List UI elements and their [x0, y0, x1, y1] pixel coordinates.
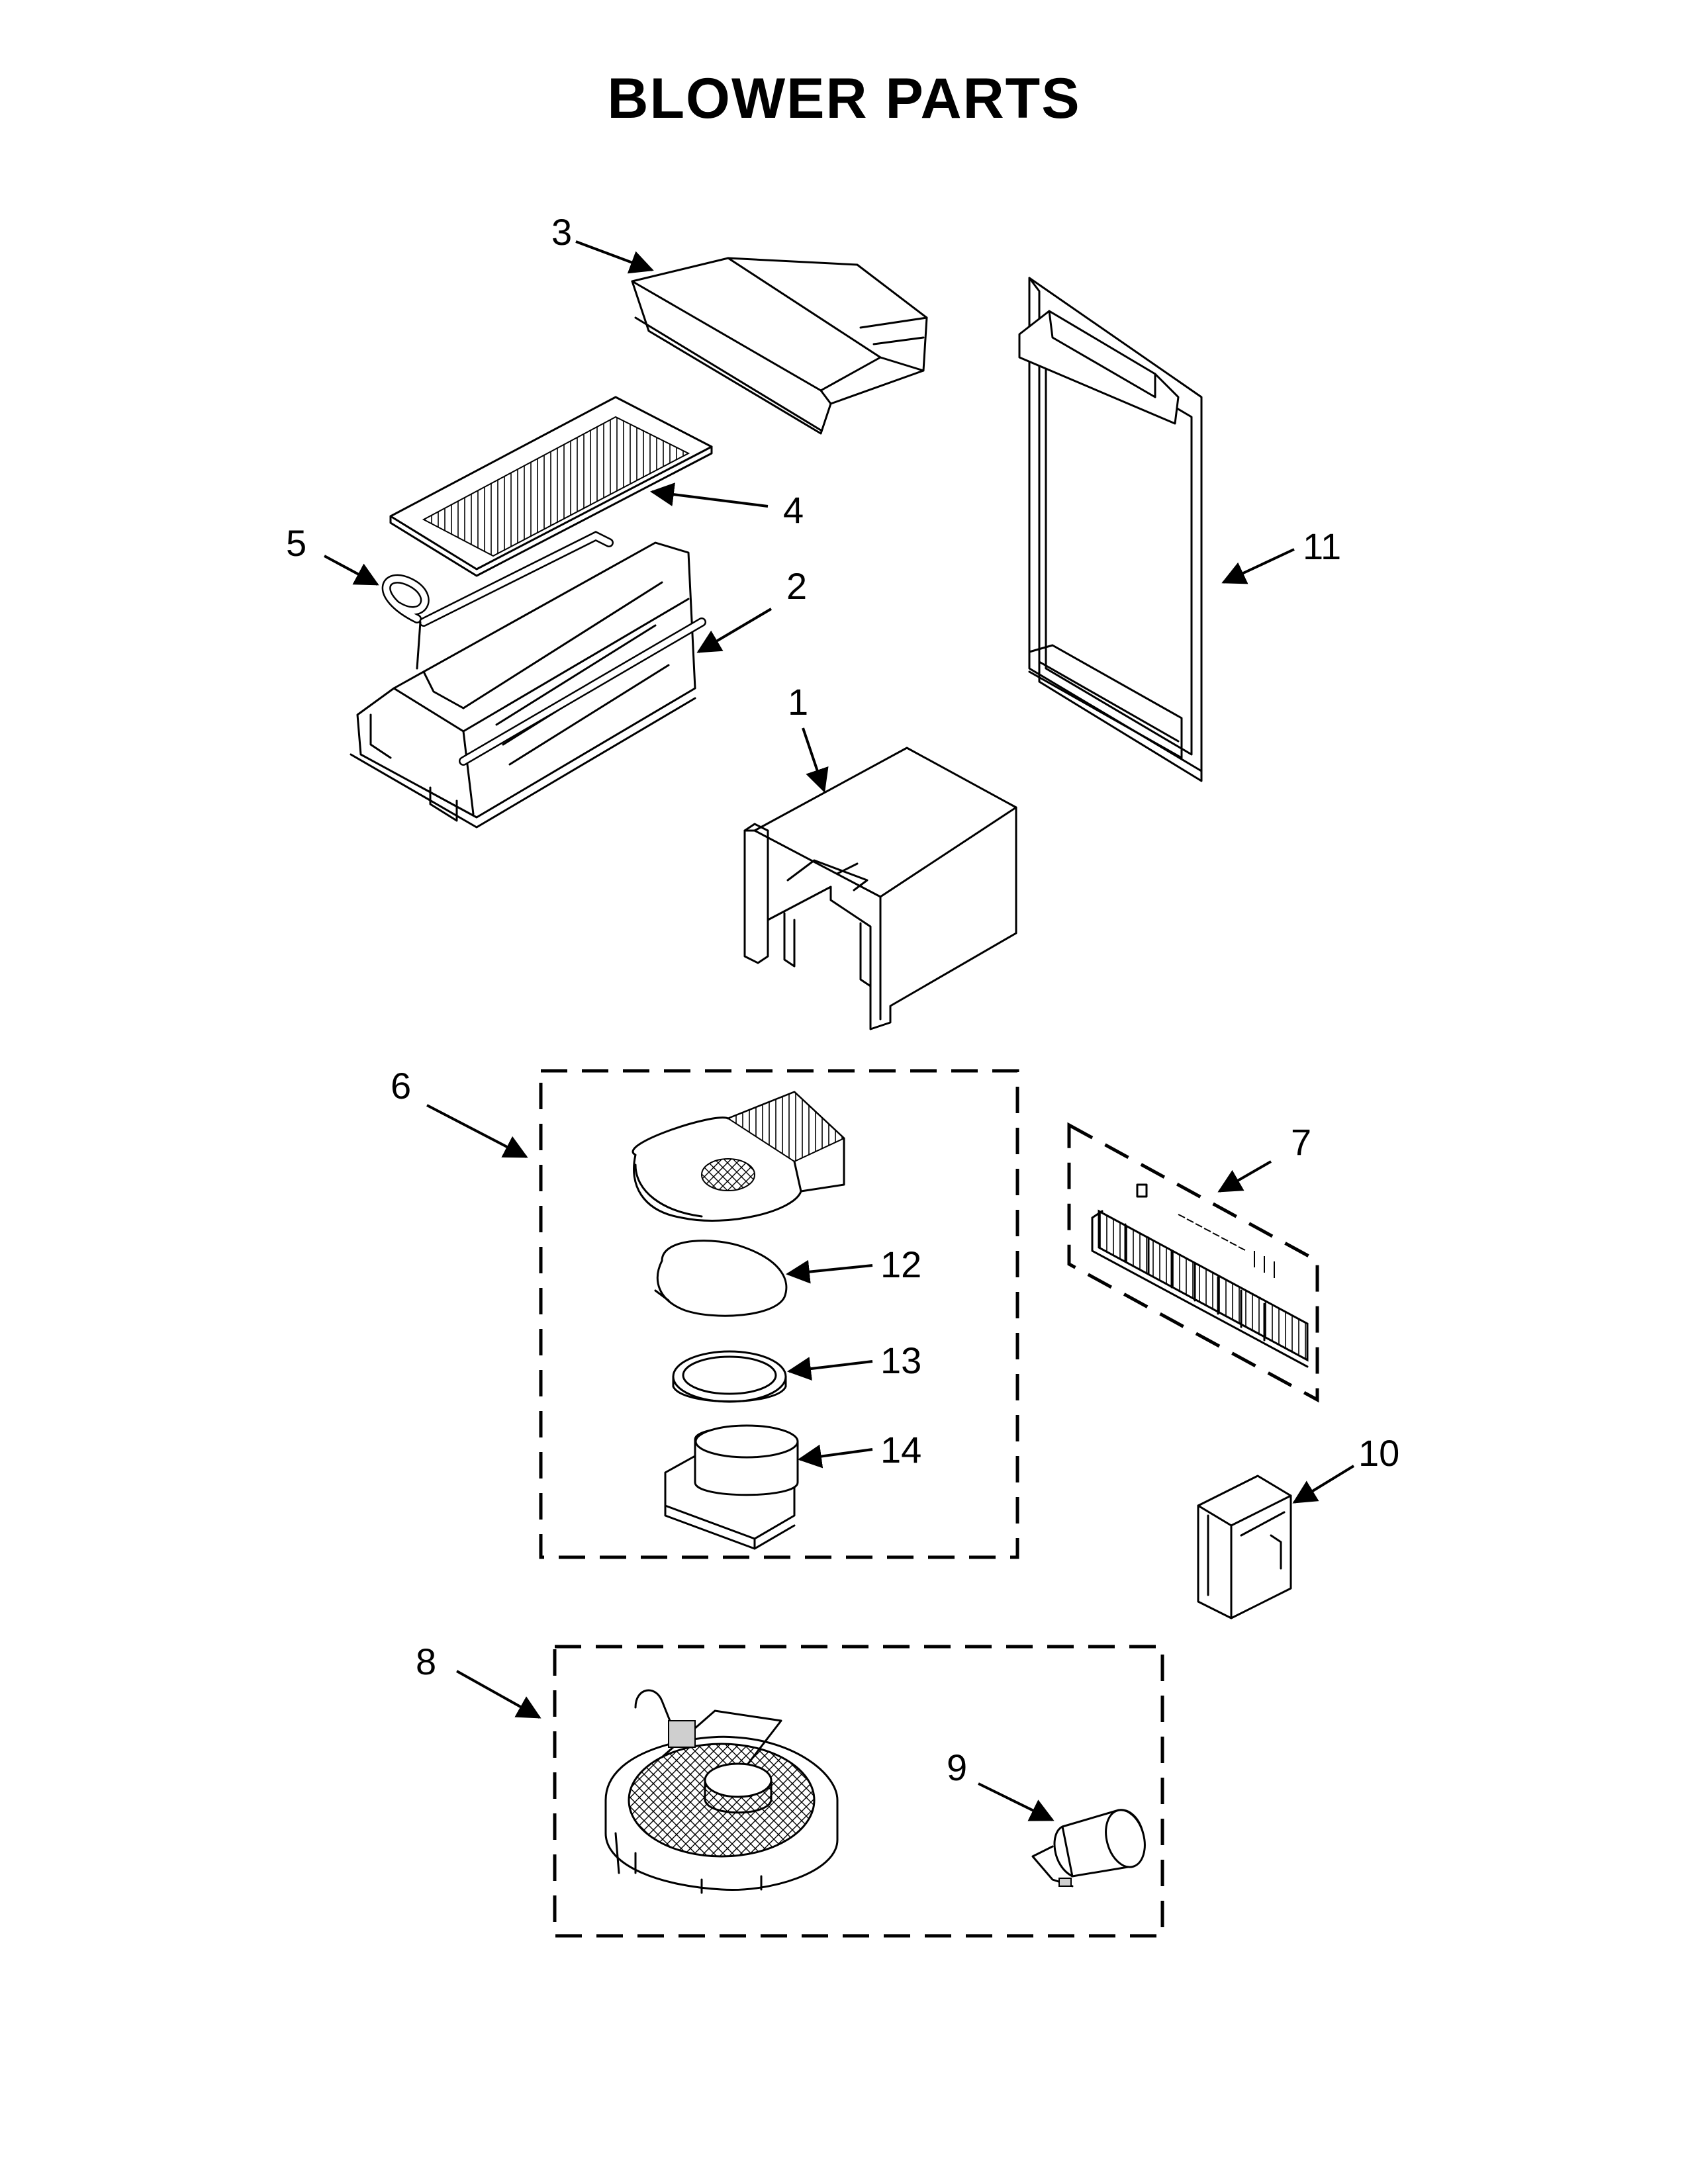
callout-9: 9 [947, 1747, 967, 1788]
part-10-bracket [1197, 1475, 1292, 1619]
part-5-tube [381, 531, 614, 670]
leader-8 [456, 1670, 541, 1719]
leader-1 [802, 727, 829, 793]
part-13-gasket-ring [672, 1350, 787, 1403]
leader-3 [575, 240, 654, 274]
part-8-blower-motor [604, 1689, 839, 1894]
callout-11: 11 [1303, 525, 1341, 567]
callout-6: 6 [391, 1065, 411, 1107]
leader-7 [1217, 1160, 1272, 1193]
part-14-inlet-collar [664, 1424, 799, 1550]
part-1-shroud [743, 747, 1017, 1030]
screw-set [1178, 1214, 1275, 1278]
leader-9 [978, 1782, 1055, 1821]
callout-14: 14 [880, 1429, 921, 1471]
leader-14 [798, 1444, 873, 1469]
leader-2 [696, 608, 773, 653]
part-12-ring-clip [654, 1240, 788, 1317]
callout-4: 4 [783, 489, 804, 531]
diagram-title: BLOWER PARTS [607, 67, 1081, 130]
part-6-assembly-group-box [539, 1069, 1019, 1559]
leader-arrows [324, 240, 1355, 1821]
part-11-frame [1018, 277, 1203, 782]
callout-8: 8 [416, 1641, 436, 1682]
part-3-top-duct [631, 257, 928, 435]
leader-4 [650, 482, 769, 508]
part-6-blower-housing [632, 1091, 845, 1222]
part-9-capacitor [1031, 1809, 1146, 1888]
part-8-assembly-group-box [553, 1645, 1164, 1938]
part-7-group-box [1067, 1122, 1319, 1403]
callout-1: 1 [788, 681, 808, 723]
leader-11 [1221, 548, 1295, 584]
part-4-filter [389, 396, 713, 577]
part-2-box-housing [350, 541, 706, 829]
leader-12 [786, 1259, 873, 1284]
callout-13: 13 [880, 1340, 921, 1381]
callout-12: 12 [880, 1244, 921, 1285]
callout-10: 10 [1358, 1432, 1399, 1474]
callout-2: 2 [786, 565, 807, 607]
leader-10 [1292, 1465, 1355, 1504]
leader-5 [324, 555, 379, 586]
callout-3: 3 [551, 211, 572, 253]
callout-5: 5 [286, 522, 306, 564]
callout-7: 7 [1291, 1121, 1311, 1163]
leader-13 [787, 1357, 873, 1381]
leader-6 [426, 1104, 528, 1158]
part-7-grille-and-screws [1091, 1183, 1309, 1368]
